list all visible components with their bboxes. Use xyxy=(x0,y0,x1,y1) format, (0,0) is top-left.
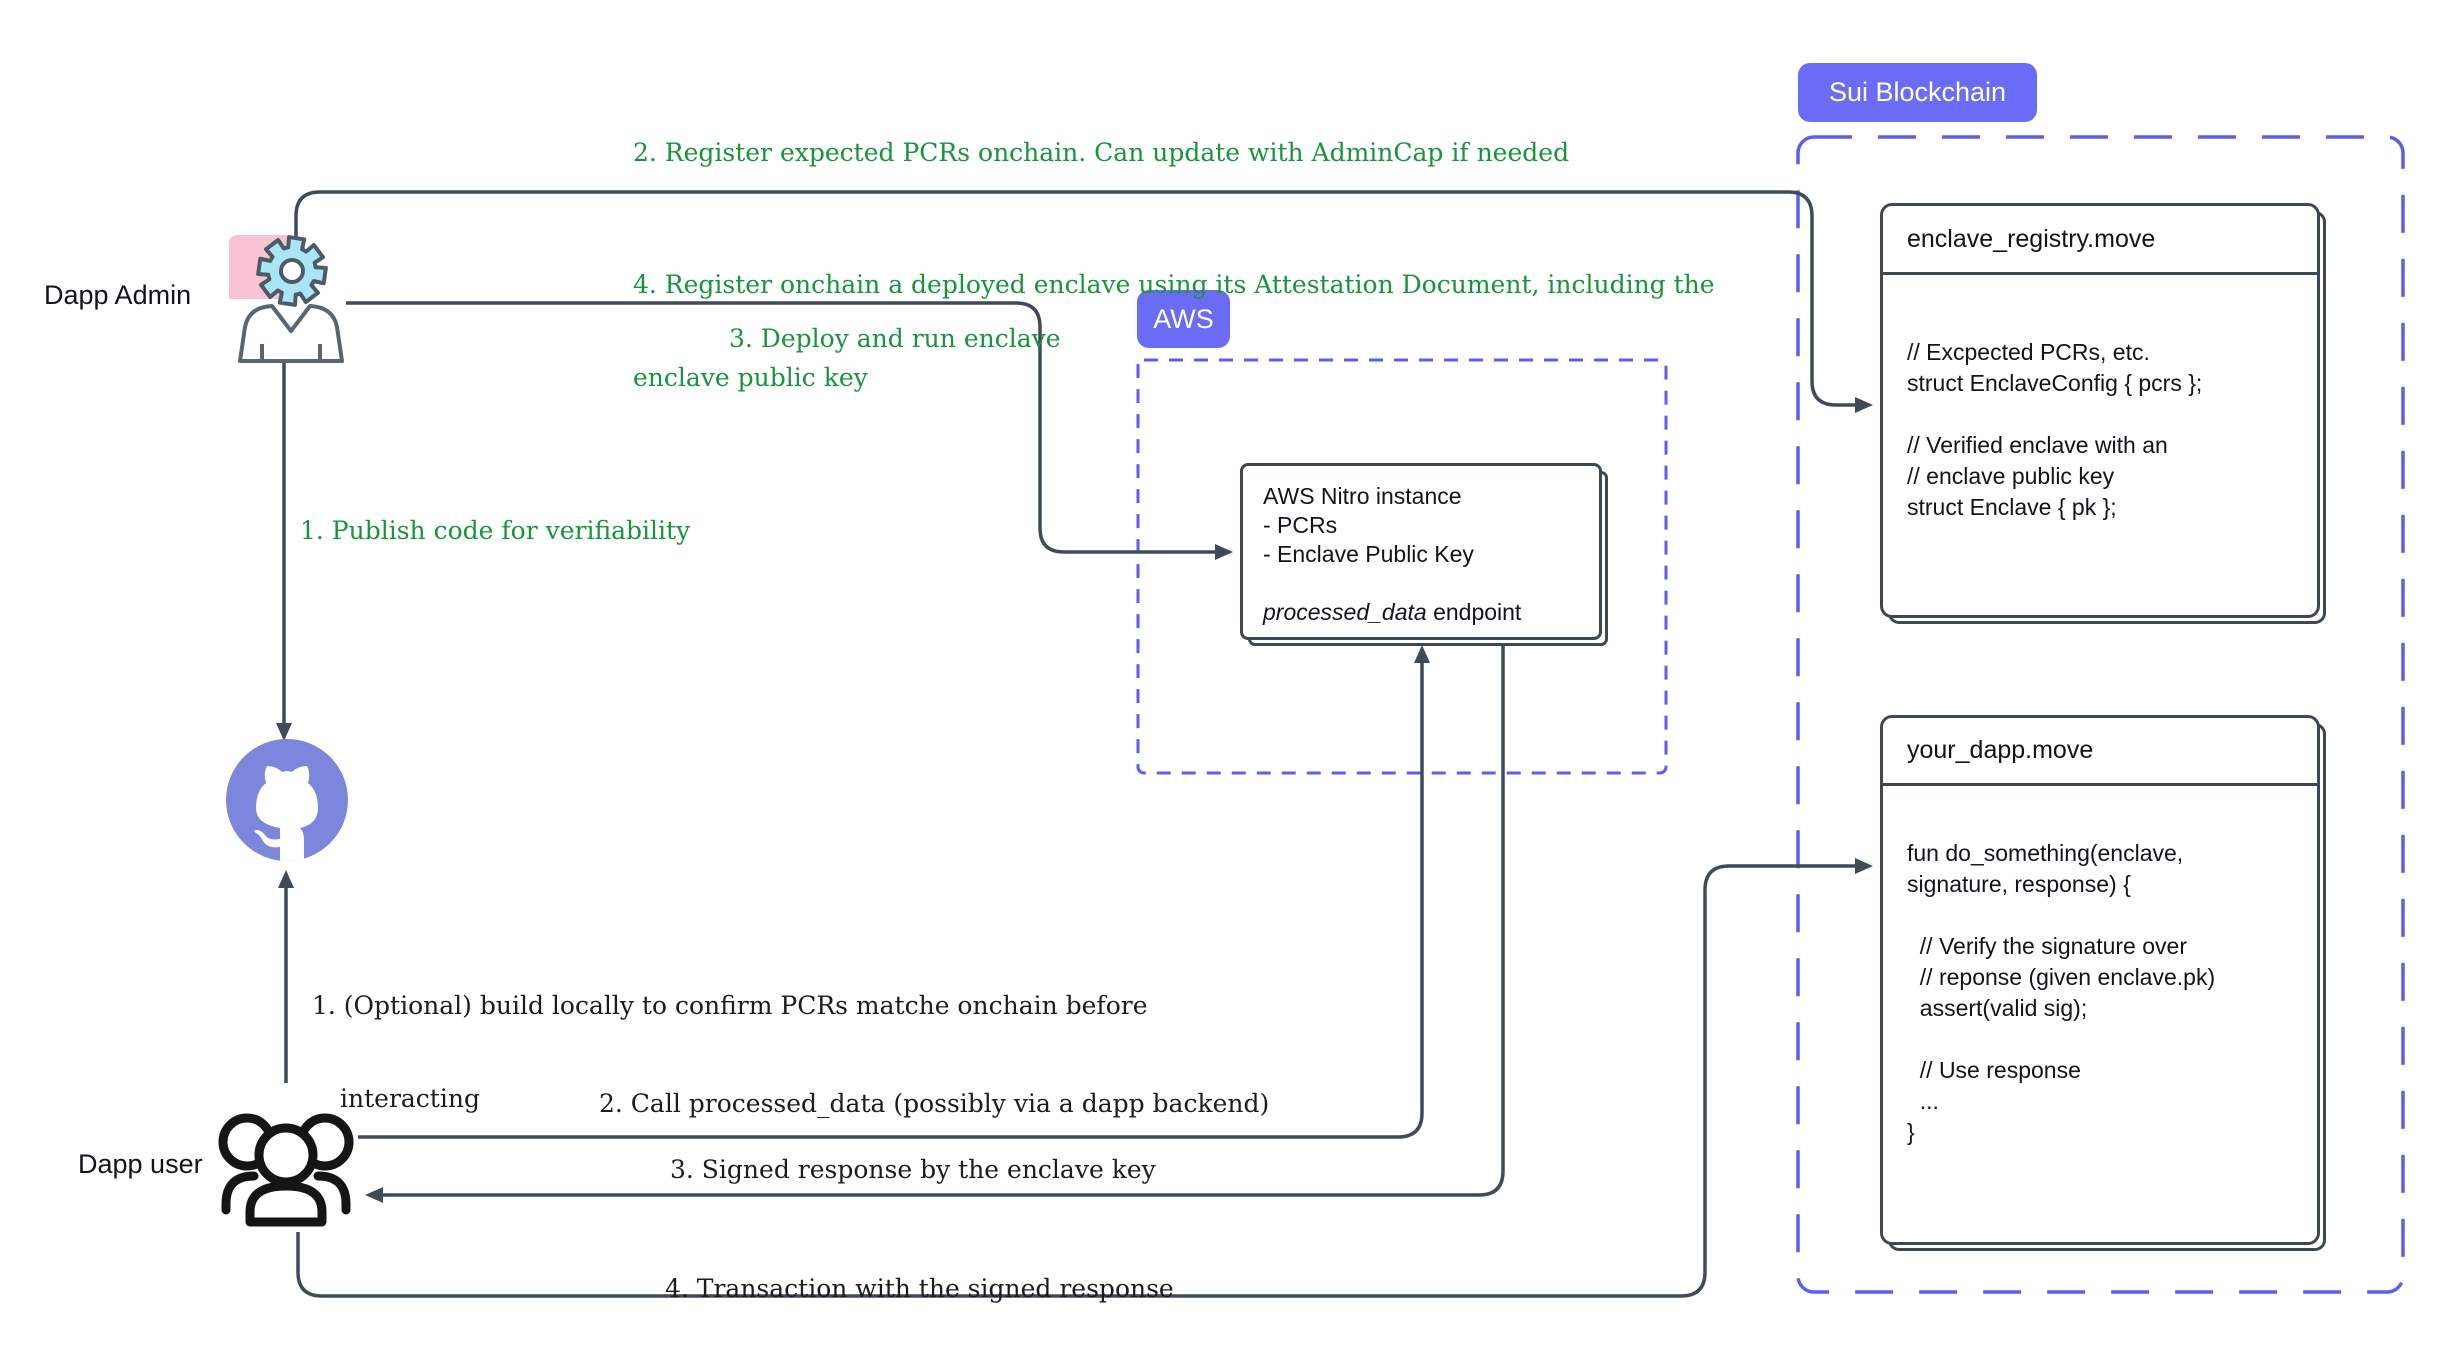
annotation-signed-response: 3. Signed response by the enclave key xyxy=(670,1155,1156,1184)
aws-region xyxy=(1136,358,1668,775)
dapp-code-line: // Use response xyxy=(1907,1057,2081,1083)
annotation-build-locally-line1: 1. (Optional) build locally to confirm P… xyxy=(312,991,1148,1020)
nitro-title: AWS Nitro instance xyxy=(1263,483,1462,509)
registry-code-line: struct Enclave { pk }; xyxy=(1907,494,2117,520)
annotation-publish-code: 1. Publish code for verifiability xyxy=(300,516,691,545)
connector-deploy-enclave xyxy=(346,301,1233,560)
annotation-deploy-enclave: 3. Deploy and run enclave xyxy=(729,324,1061,353)
dapp-code-line: // reponse (given enclave.pk) xyxy=(1907,964,2216,990)
dapp-admin-figure xyxy=(229,235,344,363)
annotation-build-locally-line2: interacting xyxy=(340,1084,480,1113)
aws-nitro-instance-box: AWS Nitro instance - PCRs - Enclave Publ… xyxy=(1240,463,1602,640)
annotation-register-enclave: 4. Register onchain a deployed enclave u… xyxy=(633,207,1715,455)
admin-person-icon xyxy=(238,304,344,363)
annotation-register-enclave-line1: 4. Register onchain a deployed enclave u… xyxy=(633,270,1715,299)
dapp-code-line: fun do_something(enclave, xyxy=(1907,840,2184,866)
annotation-register-enclave-line2: enclave public key xyxy=(633,363,868,392)
sui-blockchain-region xyxy=(1796,135,2405,1294)
gear-icon xyxy=(256,235,328,307)
dapp-code-line xyxy=(1907,900,2293,931)
connector-register-onchain xyxy=(294,190,1873,413)
sui-blockchain-badge-label: Sui Blockchain xyxy=(1828,77,2007,107)
github-icon xyxy=(226,739,348,861)
users-group-icon xyxy=(218,1113,354,1227)
enclave-registry-box: enclave_registry.move // Excpected PCRs,… xyxy=(1880,203,2320,618)
dapp-code-line: assert(valid sig); xyxy=(1907,995,2088,1021)
connector-signed-response xyxy=(365,642,1505,1203)
registry-code-line: struct EnclaveConfig { pcrs }; xyxy=(1907,370,2203,396)
aws-badge-label: AWS xyxy=(1153,303,1214,334)
nitro-endpoint-line: processed_data endpoint xyxy=(1263,598,1575,627)
your-dapp-box: your_dapp.move fun do_something(enclave,… xyxy=(1880,715,2320,1245)
nitro-line-pcrs: - PCRs xyxy=(1263,512,1338,538)
pink-note-corner xyxy=(229,277,254,299)
annotation-transaction: 4. Transaction with the signed response xyxy=(665,1274,1174,1303)
sui-blockchain-badge: Sui Blockchain xyxy=(1798,63,2037,122)
dapp-code-line xyxy=(1907,1024,2293,1055)
dapp-admin-label: Dapp Admin xyxy=(44,280,192,310)
connector-call-processed-data xyxy=(358,645,1430,1139)
dapp-user-label: Dapp user xyxy=(78,1149,203,1179)
nitro-line-pubkey: - Enclave Public Key xyxy=(1263,541,1474,567)
aws-badge: AWS xyxy=(1137,290,1230,348)
dapp-code-line: // Verify the signature over xyxy=(1907,933,2187,959)
annotation-register-pcrs: 2. Register expected PCRs onchain. Can u… xyxy=(633,138,1570,167)
registry-code-line xyxy=(1907,399,2293,430)
dapp-code-line: } xyxy=(1907,1119,1915,1145)
nitro-endpoint-rest: endpoint xyxy=(1426,599,1522,625)
annotation-build-locally: 1. (Optional) build locally to confirm P… xyxy=(312,928,1148,1176)
dapp-code-line: signature, response) { xyxy=(1907,871,2131,897)
annotation-call-processed-data: 2. Call processed_data (possibly via a d… xyxy=(599,1089,1270,1118)
dapp-code-line: ... xyxy=(1907,1088,1939,1114)
registry-code-line: // Verified enclave with an xyxy=(1907,432,2168,458)
connector-transaction xyxy=(296,858,1873,1298)
registry-code-line: // Excpected PCRs, etc. xyxy=(1907,339,2150,365)
enclave-registry-title: enclave_registry.move xyxy=(1883,206,2317,275)
nitro-endpoint-name: processed_data xyxy=(1263,599,1427,625)
registry-code-line: // enclave public key xyxy=(1907,463,2115,489)
your-dapp-title: your_dapp.move xyxy=(1883,718,2317,786)
